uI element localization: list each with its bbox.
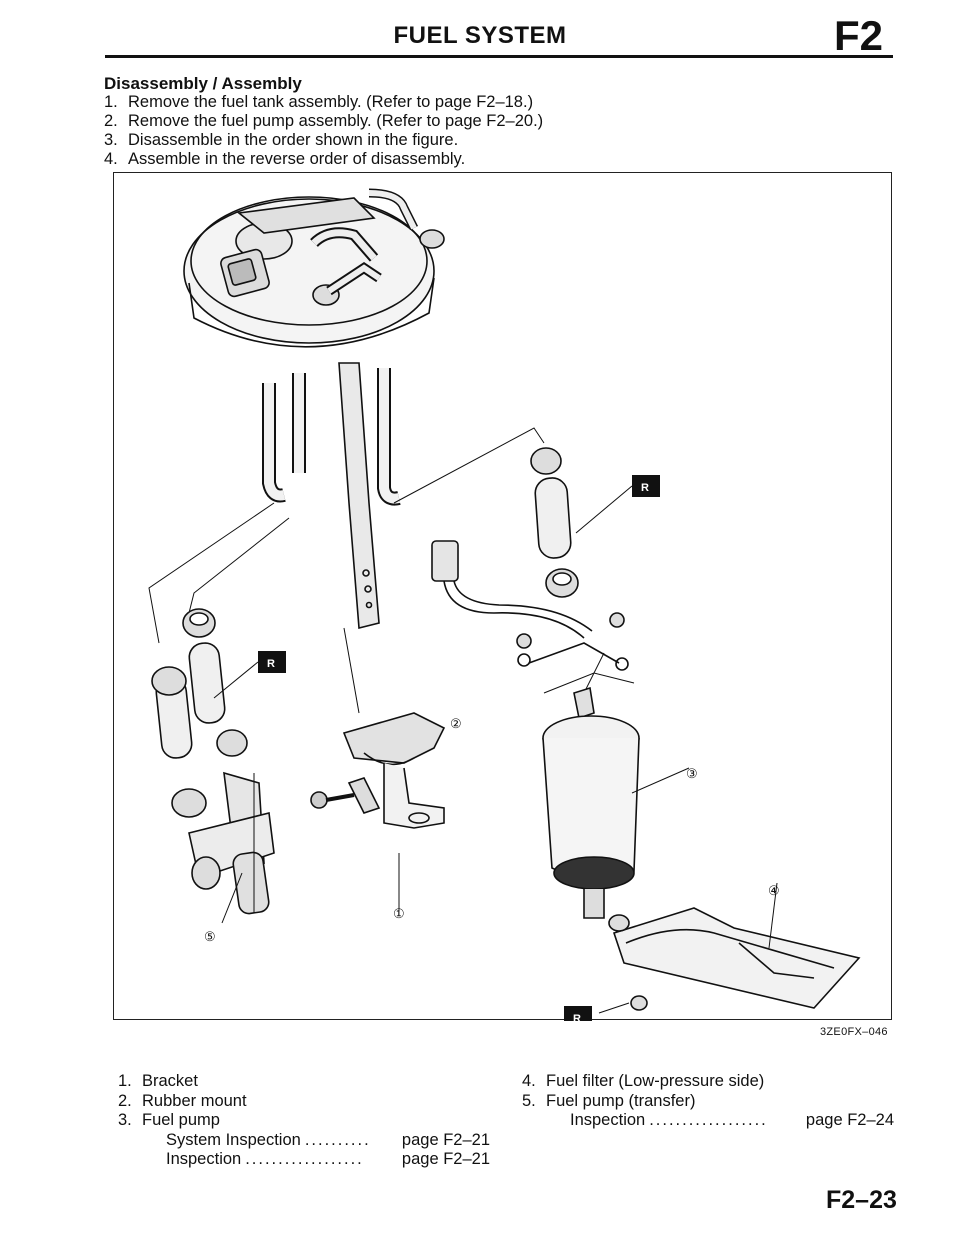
assembly-tubes [262, 362, 401, 630]
part-name: Fuel pump (transfer) [546, 1091, 696, 1110]
assembly-top-plate [183, 188, 445, 348]
procedure-step: 3. Disassemble in the order shown in the … [104, 131, 543, 150]
step-number: 1. [104, 93, 118, 111]
connector-harness [431, 540, 629, 671]
callout-5: ⑤ [204, 929, 216, 944]
part-item: 1. Bracket [118, 1072, 490, 1092]
step-text: Assemble in the reverse order of disasse… [128, 150, 466, 168]
part-item: 4. Fuel filter (Low-pressure side) [522, 1072, 894, 1092]
callout-4: ④ [768, 883, 780, 898]
parts-list-left: 1. Bracket 2. Rubber mount 3. Fuel pump Sys… [118, 1072, 490, 1170]
callout-2: ② [450, 716, 462, 731]
callout-1: ① [393, 906, 405, 921]
badge-text: R [641, 482, 649, 494]
badge-text: R [573, 1013, 581, 1021]
page-reference: page F2–24 [805, 1111, 894, 1129]
subitem-label: Inspection [166, 1150, 242, 1168]
page-number: F2–23 [826, 1186, 897, 1214]
figure-code: 3ZE0FX–046 [820, 1026, 888, 1038]
step-number: 2. [104, 112, 118, 130]
part-name: Bracket [142, 1072, 198, 1090]
callout-3: ③ [686, 766, 698, 781]
procedure-step: 2. Remove the fuel pump assembly. (Refer … [104, 112, 543, 131]
exploded-view-figure: R R R ① ② ③ ④ ⑤ [113, 172, 892, 1021]
step-number: 3. [104, 131, 118, 149]
replace-badge-icon: R [632, 475, 660, 497]
section-code: F2 [834, 12, 884, 59]
fuel-filter [598, 882, 861, 1014]
part-item: 2. Rubber mount [118, 1092, 490, 1112]
step-text: Remove the fuel tank assembly. (Refer to… [128, 93, 534, 111]
badge-text: R [267, 658, 275, 670]
replace-badge-icon: R [258, 651, 286, 673]
page-reference: page F2–21 [401, 1150, 490, 1168]
part-name: Fuel filter (Low-pressure side) [546, 1072, 765, 1090]
page-header-title: FUEL SYSTEM [393, 22, 567, 49]
parts-list-right: 4. Fuel filter (Low-pressure side) 5. Fuel… [522, 1072, 894, 1131]
right-hose-parts [530, 447, 579, 598]
procedure-steps: 1. Remove the fuel tank assembly. (Refer … [104, 93, 543, 169]
part-number: 2. [118, 1091, 132, 1110]
procedure-step: 4. Assemble in the reverse order of disas… [104, 150, 543, 169]
subitem-leader: .................. [245, 1150, 364, 1168]
replace-badge-icon: R [564, 1006, 592, 1021]
part-number: 4. [522, 1072, 536, 1090]
part-subitem: Inspection.................. page F2–21 [118, 1150, 490, 1170]
subitem-label: Inspection [570, 1111, 646, 1129]
leader-lines [148, 427, 635, 714]
part-name: Rubber mount [142, 1091, 247, 1110]
procedure-step: 1. Remove the fuel tank assembly. (Refer … [104, 93, 543, 112]
subitem-label: System Inspection [166, 1130, 301, 1149]
part-number: 5. [522, 1091, 536, 1110]
bracket-part [310, 712, 446, 911]
subitem-leader: .................. [649, 1111, 768, 1129]
part-subitem: Inspection.................. page F2–24 [522, 1111, 894, 1131]
left-hose-parts [151, 608, 275, 924]
step-text: Disassemble in the order shown in the fi… [128, 131, 459, 149]
page-reference: page F2–21 [401, 1130, 490, 1149]
part-item: 5. Fuel pump (transfer) [522, 1092, 894, 1112]
part-subitem: System Inspection.......... page F2–21 [118, 1131, 490, 1151]
step-number: 4. [104, 150, 118, 168]
badge-leaders [213, 485, 633, 699]
step-text: Remove the fuel pump assembly. (Refer to… [128, 112, 544, 130]
part-number: 1. [118, 1072, 132, 1090]
callout-labels: ① ② ③ ④ ⑤ [204, 716, 780, 944]
subitem-leader: .......... [304, 1130, 371, 1149]
part-name: Fuel pump [142, 1111, 220, 1129]
header-rule [105, 55, 893, 58]
exploded-view-drawing: R R R ① ② ③ ④ ⑤ [148, 188, 861, 1021]
part-number: 3. [118, 1111, 132, 1129]
main-fuel-pump [542, 686, 690, 919]
section-heading: Disassembly / Assembly [104, 74, 302, 93]
part-item: 3. Fuel pump [118, 1111, 490, 1131]
